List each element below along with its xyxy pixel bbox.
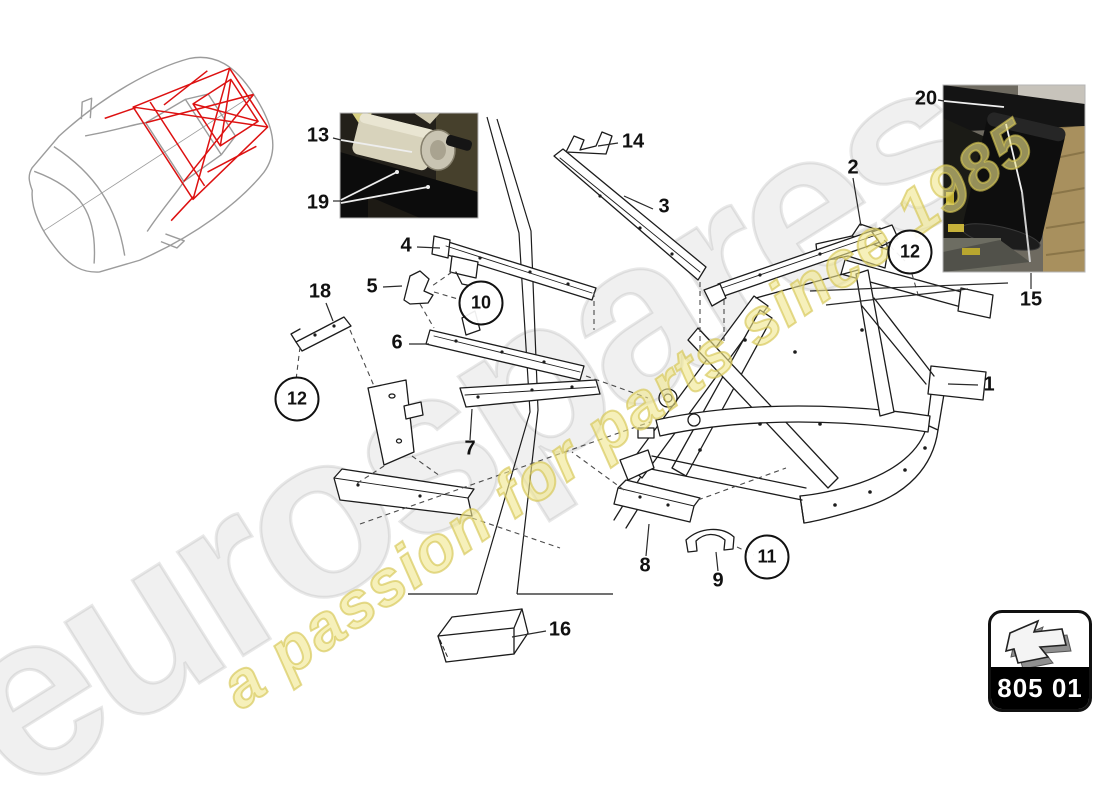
car-top-view-inset bbox=[28, 56, 274, 273]
car-rear-frame-highlight bbox=[104, 67, 269, 222]
back-arrow-icon bbox=[991, 613, 1089, 670]
diagram-code-band: 805 01 bbox=[991, 667, 1089, 709]
part-label-3[interactable]: 3 bbox=[658, 195, 670, 218]
part-label-5[interactable]: 5 bbox=[366, 275, 378, 298]
part-label-15[interactable]: 15 bbox=[1019, 288, 1043, 311]
part-label-6[interactable]: 6 bbox=[391, 331, 403, 354]
part-label-1[interactable]: 1 bbox=[983, 373, 995, 396]
loose-parts bbox=[290, 131, 899, 663]
part-label-13[interactable]: 13 bbox=[306, 124, 330, 147]
photo-inset-front-detail bbox=[339, 112, 479, 219]
part-label-19[interactable]: 19 bbox=[306, 191, 330, 214]
part-label-10-circled[interactable]: 10 bbox=[458, 280, 504, 326]
pointer-wedges bbox=[408, 116, 613, 595]
part-label-8[interactable]: 8 bbox=[639, 554, 651, 577]
part-label-14[interactable]: 14 bbox=[621, 130, 645, 153]
part-label-7[interactable]: 7 bbox=[464, 437, 476, 460]
photo-inset-rear-detail bbox=[942, 84, 1086, 273]
part-number-badge[interactable]: 805 01 bbox=[988, 610, 1092, 712]
part-label-16[interactable]: 16 bbox=[548, 618, 572, 641]
part-label-4[interactable]: 4 bbox=[400, 234, 412, 257]
part-label-2[interactable]: 2 bbox=[847, 156, 859, 179]
part-label-12-circled[interactable]: 12 bbox=[274, 376, 320, 422]
part-label-12-circled[interactable]: 12 bbox=[887, 229, 933, 275]
label-leader-lines bbox=[325, 99, 1032, 638]
part-label-18[interactable]: 18 bbox=[308, 280, 332, 303]
assembly-dashed-lines bbox=[295, 239, 920, 556]
diagram-code: 805 01 bbox=[997, 672, 1083, 703]
part-label-11-circled[interactable]: 11 bbox=[744, 534, 790, 580]
part-label-9[interactable]: 9 bbox=[712, 569, 724, 592]
part-label-20[interactable]: 20 bbox=[914, 87, 938, 110]
